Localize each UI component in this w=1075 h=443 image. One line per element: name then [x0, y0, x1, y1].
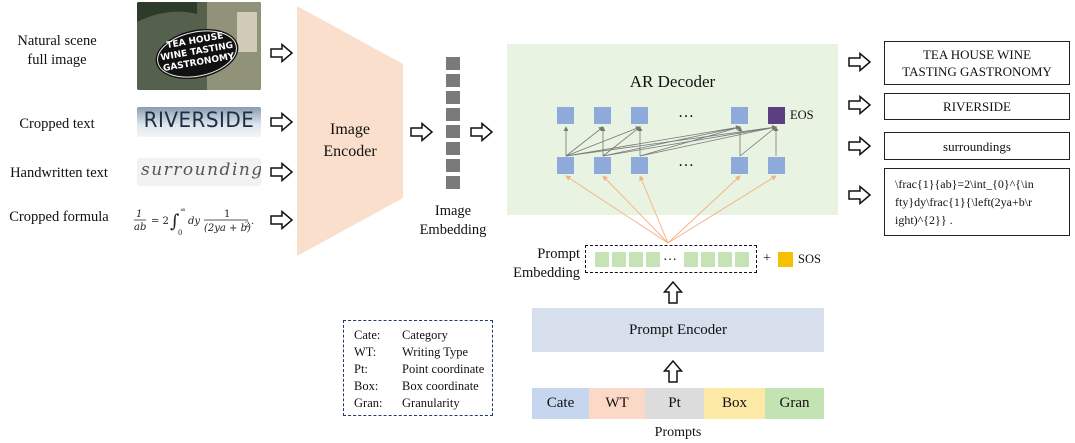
embedding-token — [446, 125, 460, 138]
legend-row: Box: Box coordinate — [354, 378, 492, 395]
image-embedding-label: Image Embedding — [419, 203, 487, 238]
embedding-token — [446, 74, 460, 87]
prompt-wt-label: WT — [605, 395, 629, 411]
prompt-encoder-label: Prompt Encoder — [629, 321, 727, 338]
sos-label: SOS — [798, 252, 821, 266]
decoder-input-token — [557, 157, 574, 174]
legend-row: Cate: Category — [354, 327, 492, 344]
formula-render: 1 ab = 2 ∫ ∞ 0 dy 1 (2ya + b) 2 . — [134, 206, 254, 237]
prompts-label: Prompts — [654, 425, 702, 440]
svg-text:1: 1 — [136, 209, 142, 220]
input-label-handwritten-text: Handwritten text — [10, 165, 108, 181]
svg-text:∫: ∫ — [170, 211, 180, 232]
prompt-embedding-token — [595, 252, 609, 267]
svg-text:(2ya + b): (2ya + b) — [204, 223, 251, 234]
output-formula-latex: \frac{1}{ab}=2\int_{0}^{\in fty}dy\frac{… — [884, 168, 1070, 236]
prompt-embedding-token — [612, 252, 626, 267]
prompt-embedding-token — [701, 252, 715, 267]
ar-decoder-panel — [507, 44, 838, 215]
handwritten-thumbnail: surroundings — [137, 158, 261, 186]
svg-text:1: 1 — [224, 209, 230, 220]
legend-key: Gran: — [354, 396, 383, 410]
prompt-wt: WT — [589, 388, 645, 419]
prompt-embedding-ellipsis: … — [663, 249, 677, 264]
eos-token — [768, 107, 785, 124]
decoder-input-token — [594, 157, 611, 174]
svg-text:∞: ∞ — [180, 206, 186, 214]
prompt-gran: Gran — [765, 388, 824, 419]
svg-text:= 2: = 2 — [151, 216, 169, 227]
embedding-token — [446, 108, 460, 121]
ar-decoder-title: AR Decoder — [629, 72, 716, 91]
prompt-embedding-token — [684, 252, 698, 267]
prompt-gran-label: Gran — [779, 395, 810, 411]
decoder-output-token — [631, 107, 648, 124]
legend-value: Point coordinate — [402, 362, 485, 376]
legend-row: Gran: Granularity — [354, 395, 492, 412]
legend-key: WT: — [354, 345, 377, 359]
embedding-token — [446, 91, 460, 104]
embedding-token — [446, 159, 460, 172]
legend-value: Granularity — [402, 396, 460, 410]
svg-text:0: 0 — [178, 229, 182, 237]
sos-token — [778, 252, 793, 267]
prompt-cate-label: Cate — [546, 395, 575, 411]
decoder-input-token — [731, 157, 748, 174]
natural-scene-thumbnail: TEA HOUSE WINE TASTING GASTRONOMY — [137, 2, 261, 90]
decoder-bottom-ellipsis: … — [678, 153, 694, 170]
decoder-output-token — [594, 107, 611, 124]
output-handwritten-text: surroundings — [884, 132, 1070, 160]
embedding-token — [446, 142, 460, 155]
prompt-encoder-block: Prompt Encoder — [532, 308, 824, 352]
cropped-word: RIVERSIDE — [143, 108, 255, 132]
input-label-cropped-text: Cropped text — [19, 116, 95, 132]
prompt-embedding-box — [585, 245, 757, 273]
decoder-output-token — [731, 107, 748, 124]
svg-text:.: . — [251, 216, 254, 227]
legend-key: Cate: — [354, 328, 381, 342]
output-cropped-text: RIVERSIDE — [884, 93, 1070, 120]
prompt-cate: Cate — [532, 388, 589, 419]
legend-key: Box: — [354, 379, 379, 393]
legend-row: WT: Writing Type — [354, 344, 492, 361]
formula-thumbnail: 1 ab = 2 ∫ ∞ 0 dy 1 (2ya + b) 2 . — [134, 200, 264, 240]
prompt-box-label: Box — [721, 395, 747, 411]
plus-sign: + — [763, 251, 771, 266]
prompt-embedding-token — [629, 252, 643, 267]
image-encoder-label: Image Encoder — [323, 121, 377, 160]
legend-row: Pt: Point coordinate — [354, 361, 492, 378]
prompt-pt: Pt — [645, 388, 704, 419]
input-label-cropped-formula: Cropped formula — [9, 209, 109, 225]
legend-value: Box coordinate — [402, 379, 479, 393]
output-scene-text: TEA HOUSE WINE TASTING GASTRONOMY — [884, 41, 1070, 85]
sign-illustration — [137, 2, 261, 90]
prompt-box: Box — [704, 388, 765, 419]
prompt-pt-label: Pt — [668, 395, 681, 411]
svg-text:dy: dy — [188, 216, 200, 227]
input-label-natural-scene: Natural scene full image — [17, 33, 97, 68]
decoder-input-token — [768, 157, 785, 174]
svg-text:ab: ab — [134, 222, 146, 233]
prompt-embedding-token — [735, 252, 749, 267]
prompt-embedding-token — [718, 252, 732, 267]
eos-label: EOS — [790, 108, 814, 122]
handwritten-word: surroundings — [141, 160, 261, 180]
embedding-token — [446, 176, 460, 189]
legend-value: Category — [402, 328, 448, 342]
legend-value: Writing Type — [402, 345, 469, 359]
cropped-text-thumbnail: RIVERSIDE — [137, 107, 261, 137]
decoder-input-token — [631, 157, 648, 174]
prompt-embedding-token — [646, 252, 660, 267]
decoder-output-token — [557, 107, 574, 124]
embedding-token — [446, 57, 460, 70]
prompt-embedding-label: Prompt Embedding — [513, 246, 580, 281]
abbreviation-legend: Cate: Category WT: Writing Type Pt: Point c… — [343, 320, 493, 416]
legend-key: Pt: — [354, 362, 368, 376]
svg-text:2: 2 — [245, 221, 249, 229]
image-encoder-block — [297, 6, 403, 256]
decoder-top-ellipsis: … — [678, 104, 694, 121]
